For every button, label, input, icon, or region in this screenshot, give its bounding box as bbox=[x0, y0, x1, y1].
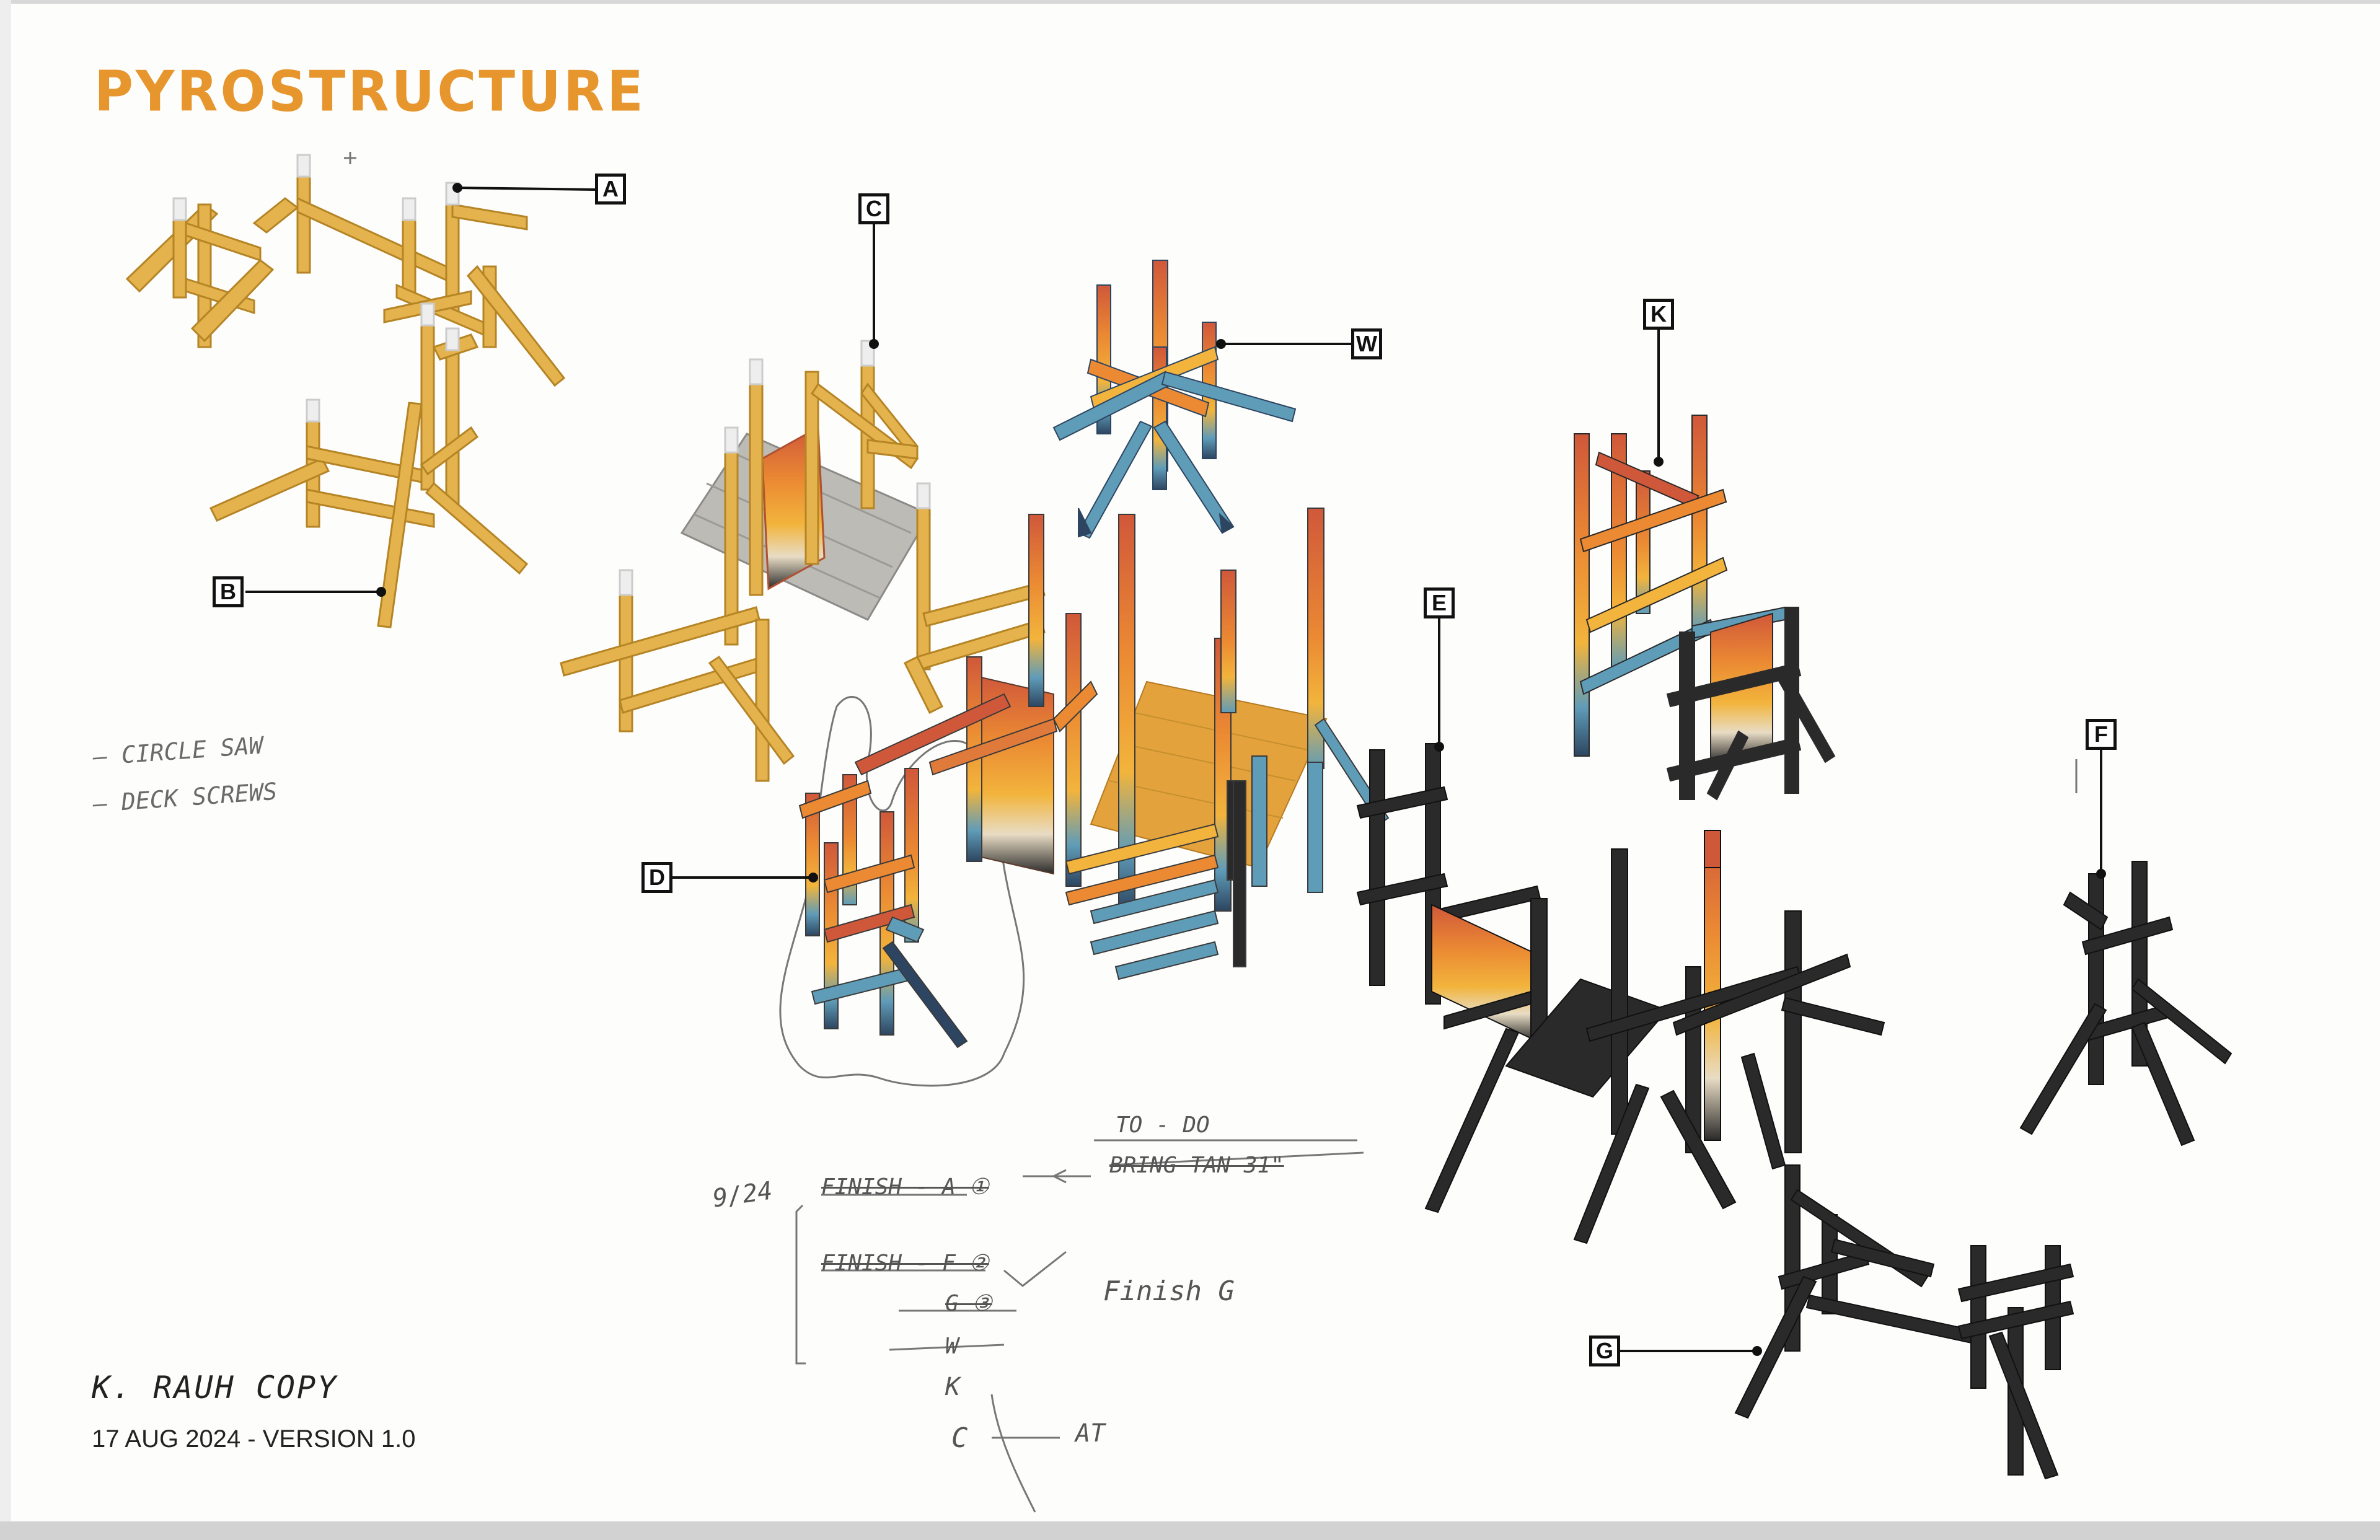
scan-edge-bottom bbox=[0, 1521, 2380, 1540]
todo-header: TO - DO bbox=[1116, 1112, 1210, 1138]
author-signature: K. RAUH COPY bbox=[92, 1370, 338, 1406]
callout-a: A bbox=[595, 174, 626, 205]
todo-side-bring: BRING TAN 31" bbox=[1109, 1153, 1284, 1178]
callout-g: G bbox=[1589, 1335, 1620, 1366]
callout-d: D bbox=[641, 862, 672, 893]
structure-w bbox=[1052, 260, 1297, 539]
leader-lines bbox=[245, 183, 2106, 1356]
structure-b bbox=[209, 302, 529, 628]
version-date: 17 AUG 2024 - VERSION 1.0 bbox=[92, 1425, 416, 1453]
callout-f: F bbox=[2086, 719, 2117, 750]
todo-item-g: G ③ bbox=[945, 1291, 992, 1316]
scan-edge-left bbox=[0, 0, 11, 1540]
scan-edge-top bbox=[0, 0, 2380, 4]
structure-g bbox=[1734, 1164, 2074, 1480]
structure-c bbox=[560, 340, 1046, 782]
page-title: PYROSTRUCTURE bbox=[94, 59, 646, 125]
todo-item-k: K bbox=[945, 1373, 961, 1401]
callout-k: K bbox=[1643, 299, 1674, 330]
structure-f bbox=[2019, 861, 2232, 1146]
todo-side-at: AT bbox=[1075, 1419, 1106, 1448]
structure-main-flame bbox=[779, 508, 1390, 1087]
callout-b: B bbox=[213, 576, 244, 607]
todo-item-f: FINISH - F ② bbox=[821, 1251, 989, 1276]
pencil-marks bbox=[344, 152, 2078, 1513]
structure-e bbox=[1356, 743, 1885, 1244]
todo-item-a: FINISH - A ① bbox=[821, 1174, 989, 1200]
callout-w: W bbox=[1351, 328, 1382, 359]
callout-e: E bbox=[1424, 587, 1455, 618]
structure-a bbox=[125, 154, 566, 387]
structure-k bbox=[1574, 415, 1836, 801]
todo-item-w: W bbox=[945, 1334, 959, 1359]
todo-side-finish-g: Finish G bbox=[1103, 1275, 1235, 1307]
callout-c: C bbox=[858, 193, 889, 224]
todo-item-c: C bbox=[951, 1422, 968, 1454]
